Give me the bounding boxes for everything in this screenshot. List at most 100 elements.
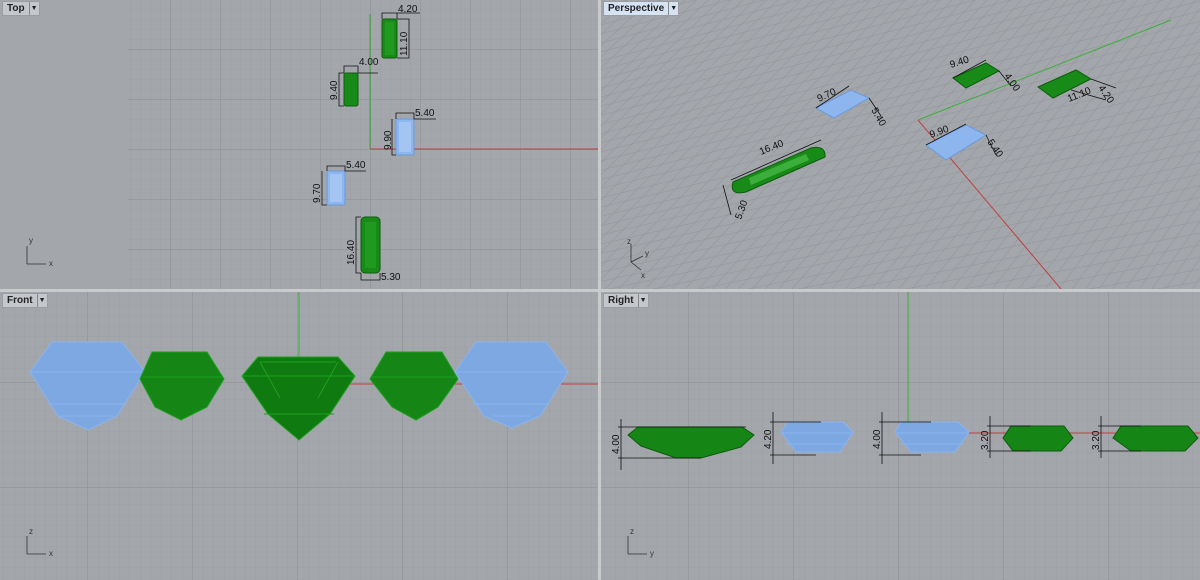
viewport-right[interactable]: Right▼ 4.00 4.20 4.00 3.20 3.20 z y — [601, 292, 1200, 580]
axis-label: x — [49, 259, 53, 268]
grid-line — [751, 0, 1011, 289]
axis-label: x — [49, 549, 53, 558]
viewport-tab-front[interactable]: Front▼ — [2, 293, 48, 308]
grid-line — [601, 95, 1200, 236]
viewport-title: Front — [7, 295, 33, 306]
grid-line — [601, 0, 905, 80]
viewport-tab-top[interactable]: Top▼ — [2, 1, 40, 16]
grid-line — [1071, 117, 1200, 289]
grid-line — [884, 0, 1127, 289]
grid-line — [1087, 269, 1200, 289]
grid-line — [601, 0, 1088, 125]
viewport-title: Perspective — [608, 3, 665, 14]
grid-line — [601, 41, 1200, 189]
grid-line — [1044, 85, 1200, 289]
dim-label: 5.40 — [415, 108, 435, 119]
dim-label: 5.40 — [346, 160, 366, 171]
grid-line — [601, 62, 1200, 208]
right-canvas[interactable]: 4.00 4.20 4.00 3.20 3.20 z y — [601, 292, 1200, 580]
viewport-title: Right — [608, 295, 634, 306]
gem-green-2 — [343, 72, 359, 107]
axis-label: y — [645, 249, 649, 258]
grid-line — [738, 0, 999, 289]
grid-line — [601, 0, 790, 188]
dim-label: 5.40 — [985, 137, 1005, 160]
axis-label: x — [641, 271, 645, 280]
dim-label: 11.10 — [399, 31, 410, 56]
viewport-tab-right[interactable]: Right▼ — [603, 293, 649, 308]
axis-gizmo — [26, 246, 46, 265]
gem-green-3 — [1002, 425, 1074, 452]
gem-green-3 — [360, 216, 381, 274]
dim-label: 4.00 — [1002, 71, 1022, 94]
grid-line — [651, 173, 1200, 289]
grid-line — [898, 0, 1138, 289]
grid-line — [601, 0, 848, 253]
grid-line — [698, 0, 964, 289]
gem-green-center — [241, 356, 356, 441]
dim-label: 5.30 — [733, 199, 750, 221]
grid-line — [1129, 0, 1200, 289]
dim-label: 9.40 — [949, 54, 971, 71]
grid-line — [601, 0, 870, 71]
chevron-down-icon[interactable]: ▼ — [36, 294, 47, 307]
grid-line — [601, 0, 767, 163]
grid-line — [601, 10, 1200, 162]
grid-line — [601, 73, 1200, 217]
grid-line — [746, 197, 1200, 289]
grid-line — [924, 0, 1161, 289]
grid-line — [724, 0, 988, 289]
chevron-down-icon[interactable]: ▼ — [637, 294, 648, 307]
dim-label: 9.40 — [329, 80, 340, 100]
grid-line — [601, 0, 1013, 107]
gem-green-long — [731, 146, 826, 194]
grid-line — [601, 0, 860, 267]
grid-line — [601, 117, 1200, 254]
grid-line — [601, 0, 802, 201]
chevron-down-icon[interactable]: ▼ — [28, 2, 39, 15]
axis-label: z — [627, 237, 631, 246]
viewport-front[interactable]: Front▼ z x — [0, 292, 598, 580]
viewport-top[interactable]: Top▼ 4.20 11.10 4.00 9.40 5.40 9.90 5.40… — [0, 0, 598, 289]
grid-line — [1031, 69, 1200, 289]
viewport-perspective[interactable]: Perspective▼ 16.40 5.30 9.70 5.40 9.90 5… — [601, 0, 1200, 289]
axis-gizmo — [627, 536, 647, 555]
gem-green-1 — [381, 18, 398, 59]
axis-label: y — [29, 236, 33, 245]
gem-blue-left — [29, 341, 146, 431]
dim-label: 3.20 — [980, 430, 991, 450]
grid-line — [601, 0, 872, 281]
grid-line — [849, 220, 1200, 289]
gem-blue-right — [454, 341, 569, 429]
grid-line — [601, 84, 1200, 226]
grid-line — [911, 0, 1150, 289]
grid-line — [644, 0, 918, 289]
grid-line — [1018, 53, 1200, 289]
grid-line — [778, 0, 1034, 289]
grid-line — [601, 0, 663, 17]
grid-line — [1058, 101, 1200, 289]
grid-line — [601, 0, 1200, 15]
grid-line — [804, 0, 1057, 289]
grid-line — [991, 23, 1200, 289]
axis-gizmo — [26, 536, 46, 555]
viewport-tab-perspective[interactable]: Perspective▼ — [603, 1, 680, 16]
grid-line — [1084, 133, 1200, 289]
grid-line — [601, 128, 1200, 263]
grid-line — [601, 0, 814, 214]
top-canvas[interactable]: 4.20 11.10 4.00 9.40 5.40 9.90 5.40 9.70… — [0, 0, 598, 289]
grid-line — [601, 0, 977, 98]
gem-blue-1 — [780, 421, 854, 453]
grid-line — [601, 151, 1200, 282]
chevron-down-icon[interactable]: ▼ — [668, 2, 678, 15]
grid-line — [601, 0, 800, 53]
grid-line — [1155, 281, 1200, 289]
grid-line — [1004, 38, 1200, 289]
grid-line — [1191, 276, 1200, 289]
axis-label: z — [630, 527, 634, 536]
dim-label: 4.20 — [763, 429, 774, 449]
grid-line — [844, 0, 1092, 289]
front-canvas[interactable]: z x — [0, 292, 598, 580]
perspective-canvas[interactable]: 16.40 5.30 9.70 5.40 9.90 5.40 9.40 4.00… — [601, 0, 1200, 289]
grid-line — [607, 162, 1200, 289]
